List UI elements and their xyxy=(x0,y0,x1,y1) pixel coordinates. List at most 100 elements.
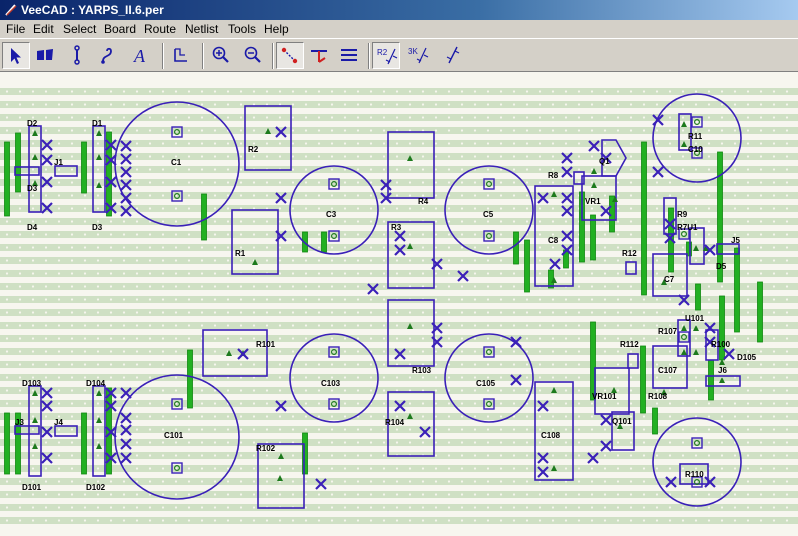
menu-edit[interactable]: Edit xyxy=(33,22,54,36)
board-tool-button[interactable] xyxy=(168,42,196,69)
pin-marker xyxy=(612,196,618,202)
strip-break xyxy=(41,400,53,412)
zoom-out-button[interactable] xyxy=(240,42,268,69)
connectivity-view-button[interactable] xyxy=(306,42,334,69)
pad-hole xyxy=(693,118,700,125)
no-label-view-button[interactable] xyxy=(440,42,468,69)
menu-bar: File Edit Select Board Route Netlist Too… xyxy=(0,20,798,38)
strip-break xyxy=(561,152,573,164)
component-outline xyxy=(92,125,106,213)
strip-break xyxy=(367,283,379,295)
pad-square xyxy=(691,476,703,488)
component-label: VR1 xyxy=(585,197,601,206)
component-outline xyxy=(257,443,305,509)
menu-help[interactable]: Help xyxy=(264,22,289,36)
strips-icon xyxy=(341,49,357,61)
pin-marker xyxy=(278,453,284,459)
wire-link-icon xyxy=(74,45,80,65)
strip-break xyxy=(105,154,117,166)
select-tool-button[interactable] xyxy=(2,42,30,69)
menu-select[interactable]: Select xyxy=(63,22,97,36)
menu-netlist[interactable]: Netlist xyxy=(185,22,219,36)
pin-marker xyxy=(591,168,597,174)
pad-hole xyxy=(331,180,338,187)
strip-break xyxy=(394,244,406,256)
strip-break xyxy=(105,139,117,151)
break-tool-button[interactable] xyxy=(32,42,60,69)
strip-break xyxy=(380,192,392,204)
value-view-button[interactable]: 3K xyxy=(404,42,432,69)
wire-link xyxy=(590,214,596,261)
pin-marker xyxy=(32,443,38,449)
text-tool-button[interactable]: A xyxy=(128,42,156,69)
svg-text:A: A xyxy=(133,46,146,65)
pad-hole xyxy=(486,401,493,408)
component-outline xyxy=(652,253,688,297)
wire-tool-button[interactable] xyxy=(96,42,124,69)
component-label: D101 xyxy=(22,483,42,492)
strips-view-button[interactable] xyxy=(336,42,364,69)
zoom-in-button[interactable] xyxy=(208,42,236,69)
strip-break xyxy=(431,258,443,270)
component-outline xyxy=(678,113,692,151)
strip-break xyxy=(600,205,612,217)
toolbar-separator xyxy=(368,43,370,69)
strip-break xyxy=(652,166,664,178)
transistor-outline xyxy=(601,139,627,177)
pad-square xyxy=(171,398,183,410)
ratsnest-view-button[interactable] xyxy=(276,42,304,69)
wire-link xyxy=(81,412,87,475)
capacitor-outline xyxy=(289,333,379,423)
strip-break xyxy=(419,426,431,438)
designator-view-button[interactable]: R2 xyxy=(372,42,400,69)
component-label: D103 xyxy=(22,379,42,388)
component-label: R101 xyxy=(256,340,276,349)
wire-link xyxy=(513,231,519,265)
strip-break xyxy=(587,452,599,464)
strip-break xyxy=(510,374,522,386)
wire-link xyxy=(695,283,701,311)
component-label: C105 xyxy=(476,379,496,388)
strip-break xyxy=(120,424,132,436)
component-label: J6 xyxy=(718,366,727,375)
menu-file[interactable]: File xyxy=(6,22,26,36)
pad-square xyxy=(328,398,340,410)
component-outline xyxy=(689,227,705,265)
menu-tools[interactable]: Tools xyxy=(228,22,257,36)
wire-link xyxy=(717,151,723,283)
pin-marker xyxy=(32,154,38,160)
strip-break xyxy=(561,230,573,242)
designator-label: R2 xyxy=(377,48,388,57)
strip-break xyxy=(431,336,443,348)
component-label: D2 xyxy=(27,119,38,128)
link-tool-button[interactable] xyxy=(64,42,92,69)
pin-marker xyxy=(32,417,38,423)
pin-marker xyxy=(551,191,557,197)
strip-break xyxy=(120,140,132,152)
pad-hole xyxy=(486,233,493,240)
component-outline xyxy=(387,131,435,199)
pad-square xyxy=(691,437,703,449)
pad-square xyxy=(328,178,340,190)
pad-square xyxy=(691,116,703,128)
pin-marker xyxy=(96,417,102,423)
pad-square xyxy=(483,346,495,358)
pin-marker xyxy=(661,389,667,395)
pad-hole xyxy=(693,479,700,486)
component-label: Q101 xyxy=(612,417,632,426)
component-label: R103 xyxy=(412,366,432,375)
component-label: D105 xyxy=(737,353,757,362)
strip-break xyxy=(704,336,716,348)
pin-marker xyxy=(277,475,283,481)
value-label: 3K xyxy=(408,47,418,56)
menu-route[interactable]: Route xyxy=(144,22,177,36)
pad-square xyxy=(171,126,183,138)
strip-break xyxy=(120,166,132,178)
pin-marker xyxy=(551,387,557,393)
menu-board[interactable]: Board xyxy=(104,22,137,36)
component-outline xyxy=(387,391,435,457)
component-outline xyxy=(652,345,688,389)
pad-hole xyxy=(486,180,493,187)
